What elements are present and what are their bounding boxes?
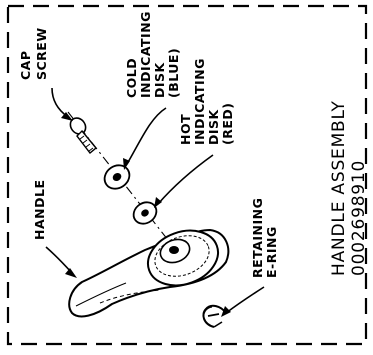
svg-text:COLD: COLD [124, 58, 139, 98]
arrowheads [61, 112, 231, 317]
svg-text:(BLUE): (BLUE) [166, 48, 181, 98]
svg-text:E-RING: E-RING [264, 226, 279, 278]
svg-text:CAP: CAP [18, 50, 33, 80]
cap-screw-part [69, 117, 97, 155]
cold-indicating-disk-part [103, 164, 131, 190]
svg-text:SCREW: SCREW [34, 27, 49, 80]
svg-text:(RED): (RED) [220, 103, 235, 145]
retaining-e-ring-part [202, 304, 227, 328]
svg-text:INDICATING: INDICATING [192, 58, 207, 145]
svg-text:HANDLE ASSEMBLY: HANDLE ASSEMBLY [329, 100, 349, 276]
svg-text:DISK: DISK [152, 61, 167, 98]
hot-disk-label: HOT INDICATING DISK (RED) [178, 58, 235, 145]
svg-text:0002698910: 0002698910 [349, 160, 369, 276]
svg-text:HANDLE: HANDLE [32, 180, 47, 240]
e-ring-label: RETAINING E-RING [250, 198, 279, 278]
dashed-frame [6, 4, 368, 346]
svg-text:DISK: DISK [206, 108, 221, 145]
handle-label: HANDLE [32, 180, 47, 240]
assembly-title: HANDLE ASSEMBLY 0002698910 [329, 100, 369, 276]
handle-part [68, 228, 230, 318]
svg-text:INDICATING: INDICATING [138, 11, 153, 98]
cold-disk-label: COLD INDICATING DISK (BLUE) [124, 11, 181, 98]
assembly-centerline [67, 111, 183, 259]
svg-text:RETAINING: RETAINING [250, 198, 265, 278]
cap-screw-label: CAP SCREW [18, 27, 49, 80]
svg-text:HOT: HOT [178, 114, 193, 145]
